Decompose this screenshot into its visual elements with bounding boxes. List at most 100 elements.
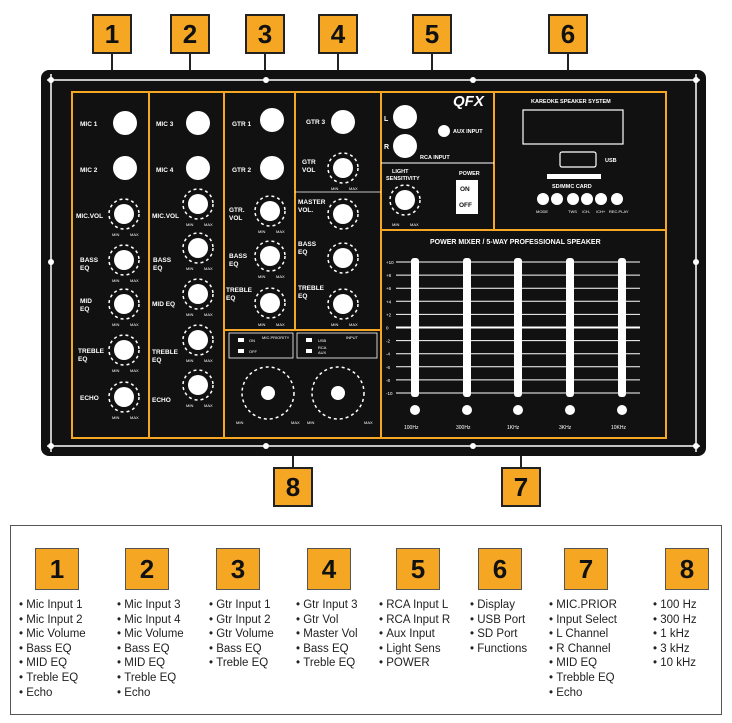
aux-jack [438,125,450,137]
legend-item: Mic Input 1 [19,598,86,613]
sec2-treble-label-1: TREBLE [152,349,179,356]
eq-scale-label: -10 [386,391,393,396]
min-label: MIN [112,278,119,283]
legend-box: 1 Mic Input 1 Mic Input 2 Mic Volume Bas… [10,525,722,715]
max-label: MAX [130,232,139,237]
mic1-jack [113,111,137,135]
callout-5: 5 [412,14,452,54]
rec-play-button[interactable] [611,193,623,205]
sec4-treble-label-2: EQ [298,293,307,300]
max-label: MAX [130,278,139,283]
min-label: MIN [186,358,193,363]
legend-item: Treble EQ [117,671,184,686]
input-usb-label: USB [318,338,327,343]
legend-num-3: 3 [216,548,260,590]
sec2-treble-label-2: EQ [152,357,161,364]
sec4-gtrvol-label-1: GTR [302,159,316,166]
eq-slider-track-100Hz[interactable] [411,258,419,397]
gtr1-jack [260,108,284,132]
legend-list-7: MIC.PRIOR Input Select L Channel R Chann… [549,598,617,700]
legend-item: Echo [19,686,86,701]
max-label: MAX [291,420,300,425]
large-knob-right[interactable] [331,386,345,400]
max-label: MAX [349,322,358,327]
sec4-master-label-1: MASTER [298,199,326,206]
sec4-master-label-2: VOL. [298,207,313,214]
legend-item: 300 Hz [653,613,696,628]
sec4-bass-label-1: BASS [298,241,317,248]
eq-slider-track-1KHz[interactable] [514,258,522,397]
sec2-bass-label-2: EQ [153,265,162,272]
display-screen [522,109,624,145]
max-label: MAX [276,322,285,327]
eq-slider-track-10KHz[interactable] [618,258,626,397]
sec6-usb-label: USB [605,158,617,164]
sec1-bass-label-2: EQ [80,265,89,272]
sec5-aux-label: AUX INPUT [453,129,483,135]
ch-down-label: /CH- [582,209,591,214]
min-label: MIN [112,322,119,327]
legend-item: Bass EQ [117,642,184,657]
legend-item: MID EQ [19,656,86,671]
repeat-button[interactable] [551,193,563,205]
legend-item: Treble EQ [209,656,274,671]
mode-label: MODE [536,209,548,214]
min-label: MIN [258,322,265,327]
min-label: MIN [186,266,193,271]
eq-slider-track-3KHz[interactable] [566,258,574,397]
sec7-title: POWER MIXER / 5-WAY PROFESSIONAL SPEAKER [430,239,601,246]
min-label: MIN [392,222,399,227]
max-label: MAX [130,368,139,373]
eq-scale-label: +2 [386,312,392,317]
legend-item: RCA Input R [379,613,450,628]
play-button[interactable] [567,193,579,205]
sec5-r-label: R [384,144,389,151]
usb-port[interactable] [559,151,597,168]
sec2-mic3-label: MIC 3 [156,121,174,128]
min-label: MIN [186,312,193,317]
callout-2: 2 [170,14,210,54]
legend-item: Echo [117,686,184,701]
legend-item: Display [470,598,527,613]
sd-card-slot[interactable] [547,174,601,179]
legend-num-2: 2 [125,548,169,590]
min-label: MIN [258,274,265,279]
sec3-gtr2-label: GTR 2 [232,167,252,174]
max-label: MAX [276,229,285,234]
max-label: MAX [204,266,213,271]
legend-item: Mic Input 2 [19,613,86,628]
callout-8: 8 [273,467,313,507]
min-label: MIN [112,232,119,237]
legend-item: Gtr Input 3 [296,598,357,613]
legend-item: Trebble EQ [549,671,617,686]
eq-slider-track-300Hz[interactable] [463,258,471,397]
large-knob-left[interactable] [261,386,275,400]
legend-num-1: 1 [35,548,79,590]
legend-item: Input Select [549,613,617,628]
eq-scale-label: -8 [386,378,390,383]
max-label: MAX [204,312,213,317]
rec-play-label: REC.PLAY [609,209,629,214]
legend-item: Gtr Input 2 [209,613,274,628]
eq-band-label: 300Hz [456,425,471,431]
legend-list-2: Mic Input 3 Mic Input 4 Mic Volume Bass … [117,598,184,701]
eq-scale-label: +4 [386,299,392,304]
legend-item: Mic Input 3 [117,598,184,613]
max-label: MAX [349,186,358,191]
max-label: MAX [276,274,285,279]
mode-button[interactable] [537,193,549,205]
sec5-rca-label: RCA INPUT [420,155,450,161]
power-switch[interactable] [456,180,478,214]
tws-label: TWS [568,209,577,214]
sec2-bass-label-1: BASS [153,257,172,264]
legend-item: Mic Volume [19,627,85,642]
sec2-echo-label: ECHO [152,397,171,404]
sec4-bass-label-2: EQ [298,249,307,256]
legend-item: MID EQ [549,656,617,671]
callout-3: 3 [245,14,285,54]
next-button[interactable] [595,193,607,205]
legend-num-7: 7 [564,548,608,590]
legend-item: MID EQ [117,656,184,671]
prev-button[interactable] [581,193,593,205]
legend-item: 100 Hz [653,598,696,613]
